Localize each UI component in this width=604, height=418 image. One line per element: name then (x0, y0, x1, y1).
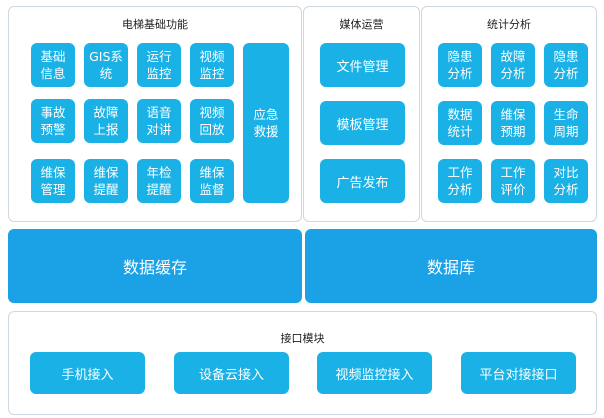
tile-maintenance-supervise[interactable]: 维保 监督 (190, 159, 234, 203)
tile-template-management[interactable]: 模板管理 (320, 101, 405, 145)
elevator-functions-panel: 电梯基础功能 基础 信息 GIS系 统 运行 监控 视频 监控 事故 预警 故障… (8, 6, 302, 222)
media-operations-panel: 媒体运营 文件管理 模板管理 广告发布 (303, 6, 420, 222)
tile-video-monitor[interactable]: 视频 监控 (190, 43, 234, 87)
tile-inspection-reminder[interactable]: 年检 提醒 (137, 159, 181, 203)
tile-hazard-analysis-2[interactable]: 隐患 分析 (544, 43, 588, 87)
elevator-functions-title: 电梯基础功能 (122, 18, 188, 31)
statistics-panel: 统计分析 隐患 分析 故障 分析 隐患 分析 数据 统计 维保 预期 生命 周期… (421, 6, 597, 222)
tile-gis-system[interactable]: GIS系 统 (84, 43, 128, 87)
tile-basic-info[interactable]: 基础 信息 (31, 43, 75, 87)
tile-maintenance-manage[interactable]: 维保 管理 (31, 159, 75, 203)
tile-file-management[interactable]: 文件管理 (320, 43, 405, 87)
statistics-title: 统计分析 (487, 18, 531, 31)
database-band[interactable]: 数据库 (305, 229, 597, 303)
tile-work-analysis[interactable]: 工作 分析 (438, 159, 482, 203)
tile-accident-warning[interactable]: 事故 预警 (31, 99, 75, 143)
tile-video-playback[interactable]: 视频 回放 (190, 99, 234, 143)
tile-maintenance-forecast[interactable]: 维保 预期 (491, 101, 535, 145)
tile-data-statistics[interactable]: 数据 统计 (438, 101, 482, 145)
tile-fault-analysis[interactable]: 故障 分析 (491, 43, 535, 87)
tile-maintenance-reminder[interactable]: 维保 提醒 (84, 159, 128, 203)
tile-comparison-analysis[interactable]: 对比 分析 (544, 159, 588, 203)
tile-voice-intercom[interactable]: 语音 对讲 (137, 99, 181, 143)
tile-platform-interface[interactable]: 平台对接接口 (461, 352, 576, 394)
tile-device-cloud-access[interactable]: 设备云接入 (174, 352, 289, 394)
tile-work-evaluation[interactable]: 工作 评价 (491, 159, 535, 203)
interface-module-title: 接口模块 (280, 332, 325, 345)
tile-operation-monitor[interactable]: 运行 监控 (137, 43, 181, 87)
data-cache-band[interactable]: 数据缓存 (8, 229, 302, 303)
tile-video-monitor-access[interactable]: 视频监控接入 (317, 352, 432, 394)
media-operations-title: 媒体运营 (339, 18, 384, 31)
tile-mobile-access[interactable]: 手机接入 (30, 352, 145, 394)
tile-life-cycle[interactable]: 生命 周期 (544, 101, 588, 145)
tile-emergency-rescue[interactable]: 应急 救援 (243, 43, 289, 203)
tile-fault-report[interactable]: 故障 上报 (84, 99, 128, 143)
interface-module-panel: 接口模块 手机接入 设备云接入 视频监控接入 平台对接接口 (8, 311, 597, 415)
tile-ad-publish[interactable]: 广告发布 (320, 159, 405, 203)
tile-hazard-analysis[interactable]: 隐患 分析 (438, 43, 482, 87)
